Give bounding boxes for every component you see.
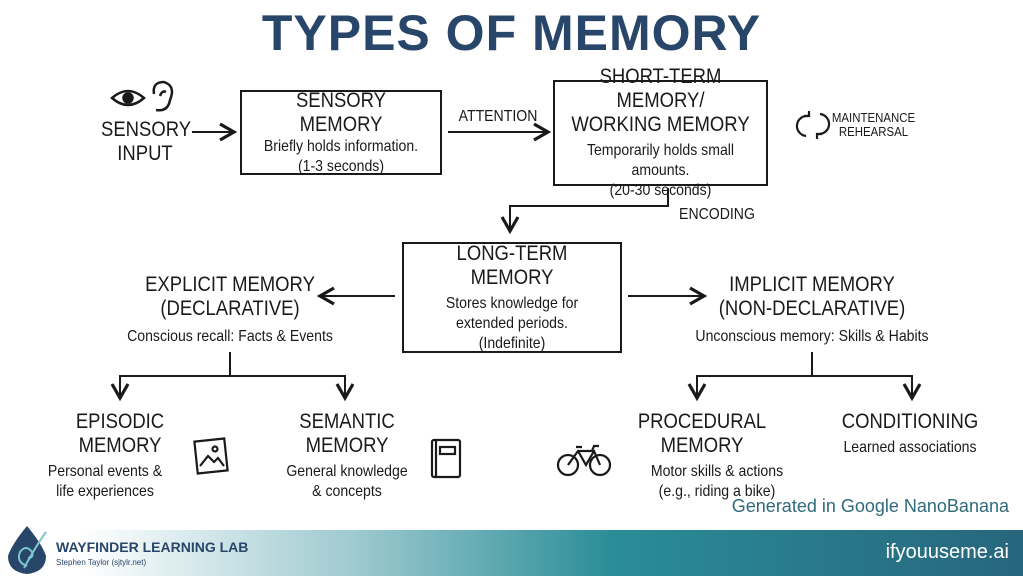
episodic-desc2: life experiences [56, 483, 154, 500]
ltm-desc2: extended periods. [456, 314, 568, 332]
sensory-memory-box: SENSORY MEMORY Briefly holds information… [240, 88, 442, 175]
sensory-memory-title: SENSORY MEMORY [295, 88, 387, 136]
explicit-title1: EXPLICIT MEMORY [145, 273, 315, 296]
conditioning-title: CONDITIONING [841, 410, 979, 433]
arrow-encoding [500, 188, 669, 235]
picture-icon [193, 437, 229, 475]
bicycle-icon [556, 444, 612, 477]
explicit-desc: Conscious recall: Facts & Events [127, 328, 333, 345]
implicit-title1: IMPLICIT MEMORY [729, 273, 895, 296]
footer-bar: WAYFINDER LEARNING LAB Stephen Taylor (s… [0, 526, 1023, 576]
wayfinder-logo-icon [8, 526, 47, 574]
ltm-title: LONG-TERM MEMORY [456, 241, 568, 289]
implicit-desc: Unconscious memory: Skills & Habits [695, 328, 929, 345]
cycle-icon [795, 111, 831, 139]
branch-explicit-h [119, 375, 346, 398]
ear-icon [152, 80, 174, 112]
episodic-memory: EPISODIC MEMORY Personal events & life e… [20, 410, 220, 502]
procedural-memory: PROCEDURAL MEMORY Motor skills & actions… [592, 410, 812, 502]
book-icon [430, 438, 462, 479]
page-title: TYPES OF MEMORY [261, 5, 762, 61]
footer-site[interactable]: ifyouuseme.ai [885, 541, 1009, 563]
branch-implicit-h [696, 375, 913, 398]
attention-label: ATTENTION [458, 108, 538, 125]
stm-desc: Temporarily holds small amounts. [586, 142, 735, 179]
footer-brand: WAYFINDER LEARNING LAB [56, 539, 249, 555]
procedural-desc1: Motor skills & actions [650, 463, 784, 480]
sensory-input-line2: INPUT [117, 142, 173, 165]
short-term-memory-box: SHORT-TERM MEMORY/ WORKING MEMORY Tempor… [553, 65, 768, 199]
semantic-title: SEMANTIC MEMORY [299, 410, 395, 457]
diagram-connectors [110, 80, 922, 479]
sensory-input-line1: SENSORY [101, 118, 192, 141]
explicit-memory: EXPLICIT MEMORY (DECLARATIVE) Conscious … [90, 273, 370, 347]
episodic-desc1: Personal events & [47, 463, 163, 480]
long-term-memory-box: LONG-TERM MEMORY Stores knowledge for ex… [402, 242, 622, 353]
sensory-memory-desc: Briefly holds information. [263, 137, 419, 155]
conditioning: CONDITIONING Learned associations [815, 410, 1005, 458]
semantic-desc2: & concepts [312, 483, 382, 500]
encoding-label: ENCODING [679, 206, 755, 223]
stm-title2: WORKING MEMORY [571, 113, 750, 136]
generated-credit: Generated in Google NanoBanana [731, 496, 1009, 516]
maintenance-rehearsal-label: MAINTENANCE REHEARSAL [826, 111, 921, 139]
sensory-memory-duration: (1-3 seconds) [297, 157, 385, 175]
semantic-desc1: General knowledge [286, 463, 408, 480]
explicit-title2: (DECLARATIVE) [160, 297, 300, 320]
footer-author: Stephen Taylor (sjtylr.net) [56, 558, 147, 567]
stm-title1: SHORT-TERM MEMORY/ [599, 65, 722, 112]
episodic-title: EPISODIC MEMORY [75, 410, 165, 457]
rehearsal-line2: REHEARSAL [838, 124, 909, 139]
ltm-duration: (Indefinite) [478, 334, 546, 352]
implicit-memory: IMPLICIT MEMORY (NON-DECLARATIVE) Uncons… [662, 273, 962, 347]
rehearsal-line1: MAINTENANCE [831, 110, 916, 125]
procedural-title: PROCEDURAL MEMORY [637, 410, 767, 457]
implicit-title2: (NON-DECLARATIVE) [718, 297, 906, 320]
conditioning-desc1: Learned associations [843, 439, 977, 456]
semantic-memory: SEMANTIC MEMORY General knowledge & conc… [247, 410, 447, 502]
stm-duration: (20-30 seconds) [609, 182, 712, 199]
eye-icon [110, 89, 146, 107]
ltm-desc1: Stores knowledge for [445, 294, 579, 312]
sensory-input-label: SENSORY INPUT [95, 118, 195, 166]
procedural-desc2: (e.g., riding a bike) [658, 483, 776, 500]
